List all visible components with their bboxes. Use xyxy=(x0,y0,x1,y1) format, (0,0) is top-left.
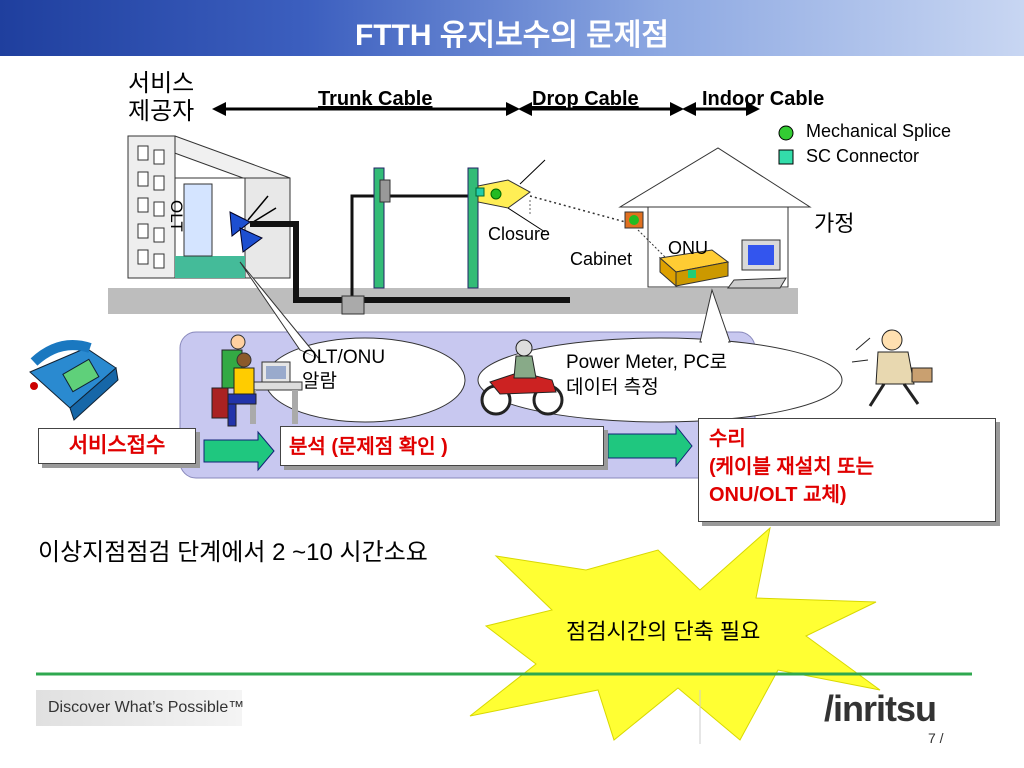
service-intake-box: 서비스접수 xyxy=(38,428,196,464)
attention-burst xyxy=(469,526,881,741)
anritsu-logo: /inritsu xyxy=(824,688,937,729)
telephone-icon xyxy=(29,340,119,421)
provider-label: 서비스 제공자 xyxy=(128,70,194,126)
utility-pole-icon xyxy=(467,167,479,289)
onu-label: ONU xyxy=(668,238,708,258)
burst-text: 점검시간의 단축 필요 xyxy=(566,619,761,644)
slide-title: FTTH 유지보수의 문제점 xyxy=(354,19,670,52)
closure-icon xyxy=(475,159,546,233)
connector-legend-icon xyxy=(778,149,794,165)
alarm-callout-text: OLT/ONU 알람 xyxy=(302,346,385,394)
analysis-box: 분석 (문제점 확인 ) xyxy=(280,426,604,466)
analysis-label: 분석 (문제점 확인 ) xyxy=(289,436,448,458)
provider-building-icon xyxy=(127,135,291,279)
service-intake-label: 서비스접수 xyxy=(68,434,166,457)
repair-line1: 수리 xyxy=(709,428,746,450)
splice-legend-icon xyxy=(778,125,794,141)
connector-legend-label: SC Connector xyxy=(806,146,920,166)
onu-device-icon xyxy=(658,249,730,288)
utility-pole-icon xyxy=(373,167,385,289)
drop-cable-label: Drop Cable xyxy=(532,88,639,110)
closure-label: Closure xyxy=(488,224,551,244)
alarm-callout xyxy=(239,261,466,423)
measure-callout-text: Power Meter, PC로 데이터 측정 xyxy=(566,350,727,400)
measure-callout xyxy=(477,288,843,423)
olt-label: OLT xyxy=(167,200,186,232)
repair-line3: ONU/OLT 교체) xyxy=(709,484,847,506)
trunk-cable-label: Trunk Cable xyxy=(318,88,433,110)
title-bar xyxy=(0,0,1024,56)
footer-tagline: Discover What’s Possible™ xyxy=(36,690,244,726)
technicians-icon xyxy=(211,334,303,427)
home-label: 가정 xyxy=(814,211,855,236)
page-number: 7 / xyxy=(928,730,944,746)
cabinet-label: Cabinet xyxy=(570,249,633,269)
alarm-line2: 알람 xyxy=(302,371,337,392)
pc-icon xyxy=(727,239,787,289)
trunk-fiber xyxy=(250,221,352,303)
splice-legend-label: Mechanical Splice xyxy=(806,121,952,141)
indoor-cable-label: Indoor Cable xyxy=(702,88,825,110)
repair-box: 수리 (케이블 재설치 또는 ONU/OLT 교체) xyxy=(698,418,996,522)
repair-technician-icon xyxy=(851,329,933,407)
measure-line2: 데이터 측정 xyxy=(566,377,659,398)
measure-line1: Power Meter, PC로 xyxy=(566,352,728,373)
process-arrow-2 xyxy=(607,424,693,468)
provider-label-line1: 서비스 xyxy=(128,70,195,97)
process-arrow-1 xyxy=(203,430,275,472)
repair-line2: (케이블 재설치 또는 xyxy=(709,456,874,478)
olt-splitter-icon xyxy=(229,195,277,253)
provider-label-line2: 제공자 xyxy=(128,98,195,125)
alarm-line1: OLT/ONU xyxy=(302,347,386,368)
downtime-note: 이상지점점검 단계에서 2 ~10 시간소요 xyxy=(38,539,428,566)
motorcycle-courier-icon xyxy=(480,339,564,416)
